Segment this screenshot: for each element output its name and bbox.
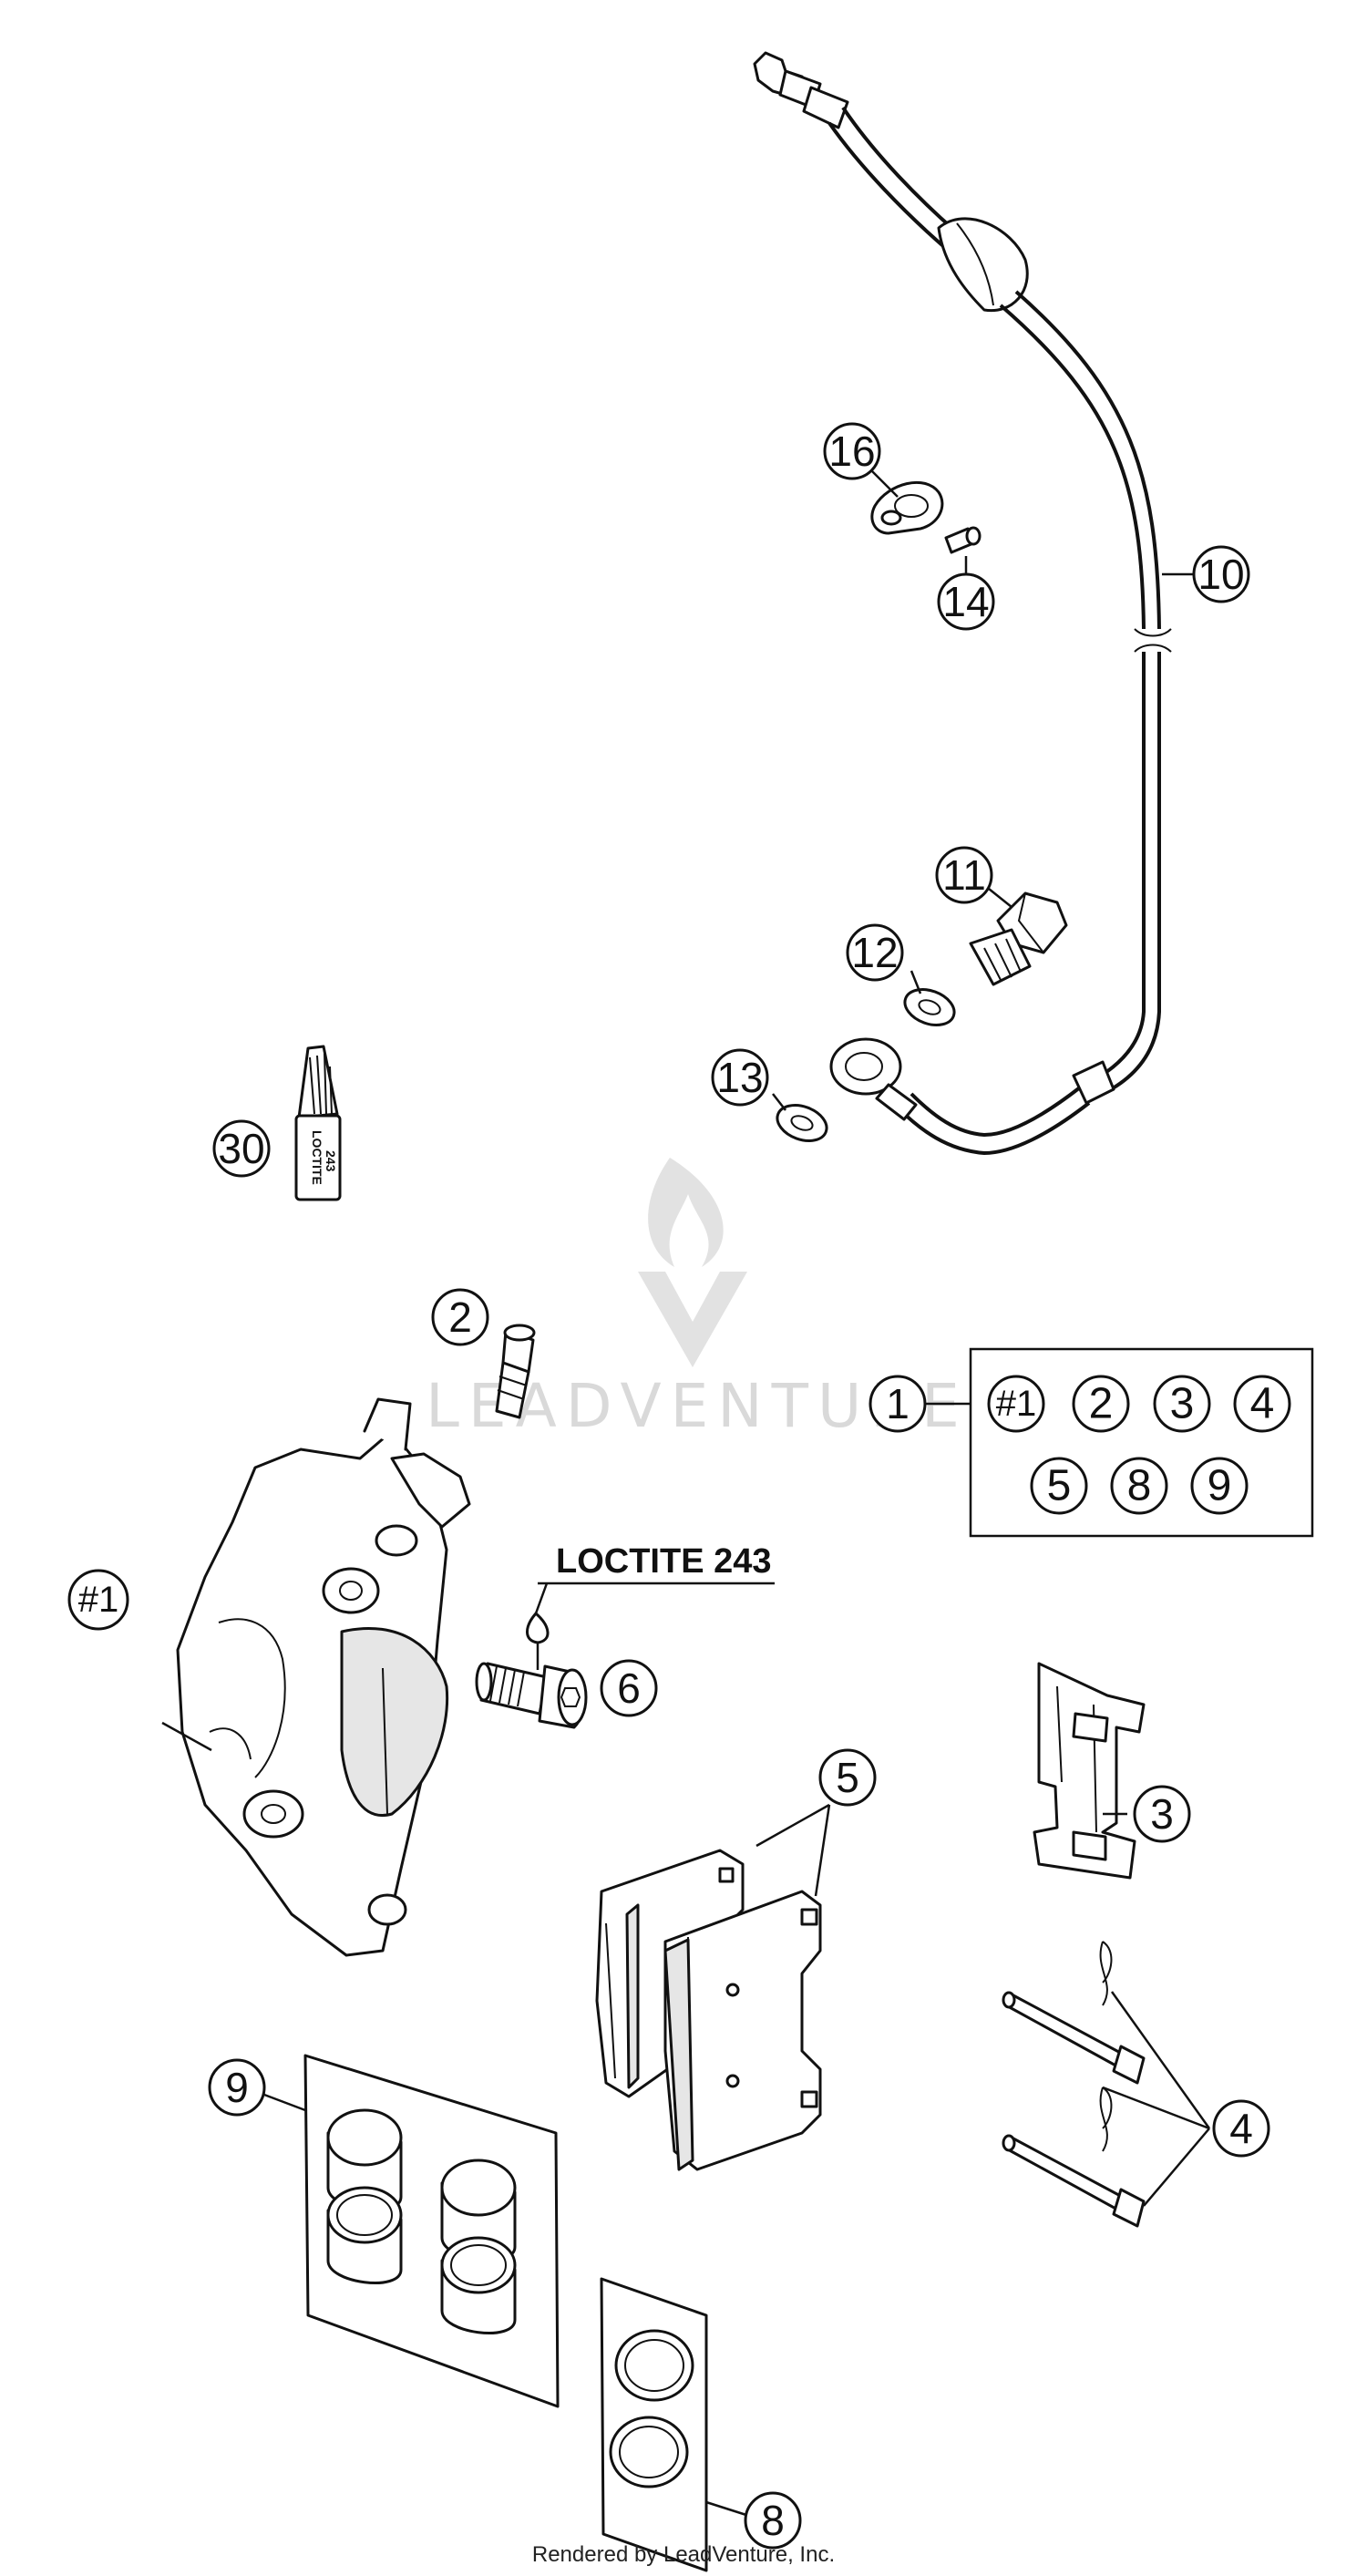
- callout-2[interactable]: 2: [431, 1288, 489, 1346]
- leader-lines: [161, 469, 1211, 2518]
- svg-text:3: 3: [1170, 1380, 1195, 1428]
- svg-text:14: 14: [942, 578, 989, 625]
- callout-9[interactable]: 9: [208, 2058, 266, 2117]
- callout-8[interactable]: 8: [744, 2491, 802, 2550]
- tube-label-loctite: LOCTITE: [310, 1130, 324, 1185]
- svg-text:2: 2: [448, 1293, 472, 1341]
- callout-13[interactable]: 13: [711, 1048, 769, 1107]
- svg-text:8: 8: [761, 2497, 785, 2544]
- svg-text:10: 10: [1197, 551, 1244, 598]
- clamp-screw[interactable]: [944, 526, 982, 554]
- callout-10[interactable]: 10: [1192, 545, 1250, 603]
- callout-4[interactable]: 4: [1212, 2099, 1270, 2158]
- loctite-note: LOCTITE 243: [526, 1542, 775, 1670]
- loctite-note-text: LOCTITE 243: [556, 1542, 772, 1581]
- kit-callout-9[interactable]: 9: [1190, 1457, 1249, 1515]
- callout-3[interactable]: 3: [1133, 1785, 1191, 1843]
- svg-text:9: 9: [1208, 1462, 1232, 1510]
- callout-6[interactable]: 6: [600, 1659, 658, 1717]
- svg-text:1: 1: [886, 1380, 910, 1427]
- callout-5[interactable]: 5: [818, 1748, 877, 1807]
- svg-text:4: 4: [1250, 1380, 1275, 1428]
- hose-clamp[interactable]: [870, 480, 944, 535]
- callout-11[interactable]: 11: [935, 846, 993, 904]
- seal-kit[interactable]: [600, 2277, 708, 2572]
- copper-washer-upper[interactable]: [900, 984, 960, 1032]
- callout-16[interactable]: 16: [823, 422, 881, 480]
- svg-text:11: 11: [942, 851, 986, 899]
- pad-spring[interactable]: [1033, 1662, 1146, 1880]
- svg-text:5: 5: [1047, 1462, 1072, 1510]
- brake-line[interactable]: [753, 51, 1172, 1156]
- callout-12[interactable]: 12: [846, 923, 904, 982]
- svg-text:13: 13: [716, 1054, 763, 1101]
- brake-caliper[interactable]: [176, 1397, 471, 1957]
- callout-30[interactable]: 30: [212, 1119, 271, 1178]
- brake-pads[interactable]: [595, 1849, 822, 2171]
- svg-text:4: 4: [1229, 2105, 1253, 2152]
- kit-box: #1 2 3 4 5 8 9: [925, 1347, 1314, 1538]
- tube-label-243: 243: [324, 1150, 338, 1172]
- svg-text:30: 30: [218, 1125, 264, 1172]
- kit-callout-8[interactable]: 8: [1110, 1457, 1168, 1515]
- svg-text:2: 2: [1089, 1380, 1114, 1428]
- loctite-tube[interactable]: LOCTITE 243: [294, 1045, 342, 1201]
- svg-text:12: 12: [851, 929, 898, 976]
- callout-1[interactable]: 1: [869, 1375, 927, 1433]
- kit-callout-5[interactable]: 5: [1030, 1457, 1088, 1515]
- caliper-bolt[interactable]: [475, 1662, 588, 1729]
- kit-callout-4[interactable]: 4: [1233, 1375, 1291, 1433]
- pad-pins[interactable]: [1002, 1941, 1146, 2228]
- kit-callout-2[interactable]: 2: [1072, 1375, 1130, 1433]
- footer-credit: Rendered by LeadVenture, Inc.: [532, 2542, 835, 2567]
- svg-text:6: 6: [617, 1664, 641, 1712]
- svg-text:#1: #1: [78, 1580, 119, 1620]
- kit-callout-hash1[interactable]: #1: [987, 1375, 1045, 1433]
- svg-text:3: 3: [1150, 1790, 1174, 1838]
- svg-text:16: 16: [828, 428, 875, 475]
- svg-text:9: 9: [225, 2064, 249, 2111]
- bleeder-screw[interactable]: [495, 1324, 536, 1419]
- kit-callout-3[interactable]: 3: [1153, 1375, 1211, 1433]
- callout-14[interactable]: 14: [937, 572, 995, 631]
- piston-set[interactable]: [303, 2054, 560, 2408]
- svg-text:5: 5: [836, 1754, 859, 1801]
- copper-washer-lower[interactable]: [773, 1099, 832, 1148]
- banjo-bolt[interactable]: [969, 891, 1068, 986]
- svg-text:#1: #1: [996, 1384, 1037, 1424]
- svg-text:8: 8: [1127, 1462, 1152, 1510]
- callout-hash1[interactable]: #1: [67, 1569, 129, 1631]
